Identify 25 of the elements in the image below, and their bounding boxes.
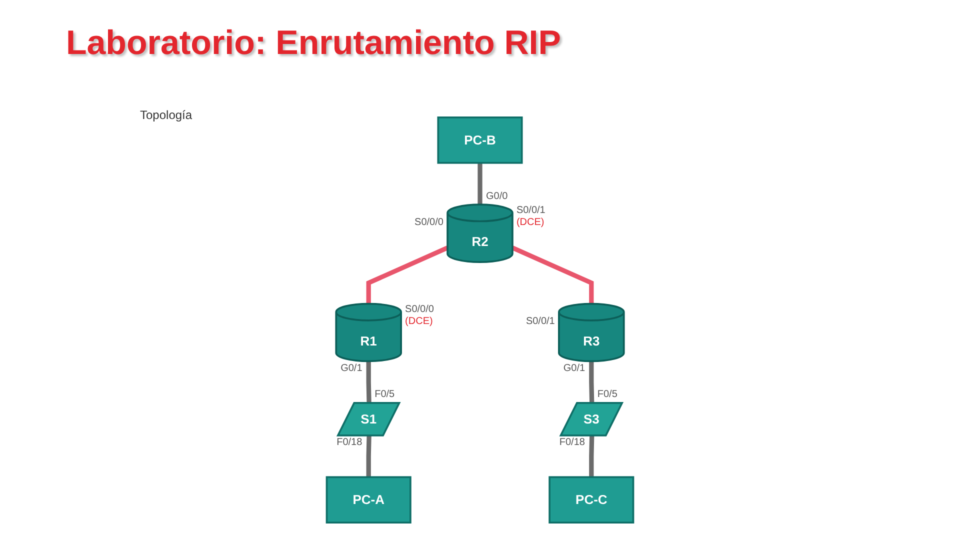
connector [366, 436, 372, 478]
port-label: G0/1 [340, 363, 362, 376]
port-label: S0/0/1 [516, 205, 546, 218]
port-label: S0/0/0 [405, 304, 434, 316]
node-box: PC-C [548, 476, 634, 524]
port-label: (DCE) [516, 217, 544, 230]
port-label: G0/1 [563, 363, 586, 376]
port-label: S0/0/1 [526, 316, 555, 328]
port-label: G0/0 [486, 190, 508, 203]
port-label: F0/5 [374, 388, 395, 401]
section-heading: Topología [140, 108, 192, 122]
connector [366, 246, 448, 304]
node-box: PC-A [326, 476, 412, 524]
port-label: F0/5 [597, 388, 618, 401]
node-box: PC-B [437, 116, 523, 164]
connector [589, 361, 594, 404]
port-label: F0/18 [336, 437, 362, 450]
slide-title: Laboratorio: Enrutamiento RIP [66, 24, 561, 63]
connector [478, 162, 482, 205]
connector [366, 361, 372, 404]
port-label: (DCE) [405, 316, 433, 328]
connector [512, 246, 594, 304]
port-label: F0/18 [559, 437, 585, 450]
port-label: S0/0/0 [414, 217, 444, 230]
connector [589, 436, 594, 478]
